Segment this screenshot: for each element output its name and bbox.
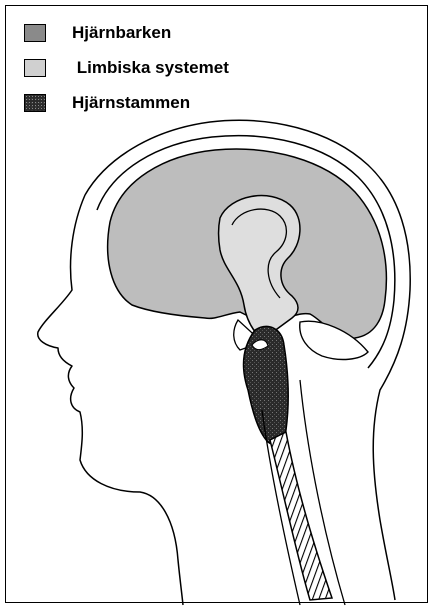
spinal-cord <box>270 432 332 600</box>
